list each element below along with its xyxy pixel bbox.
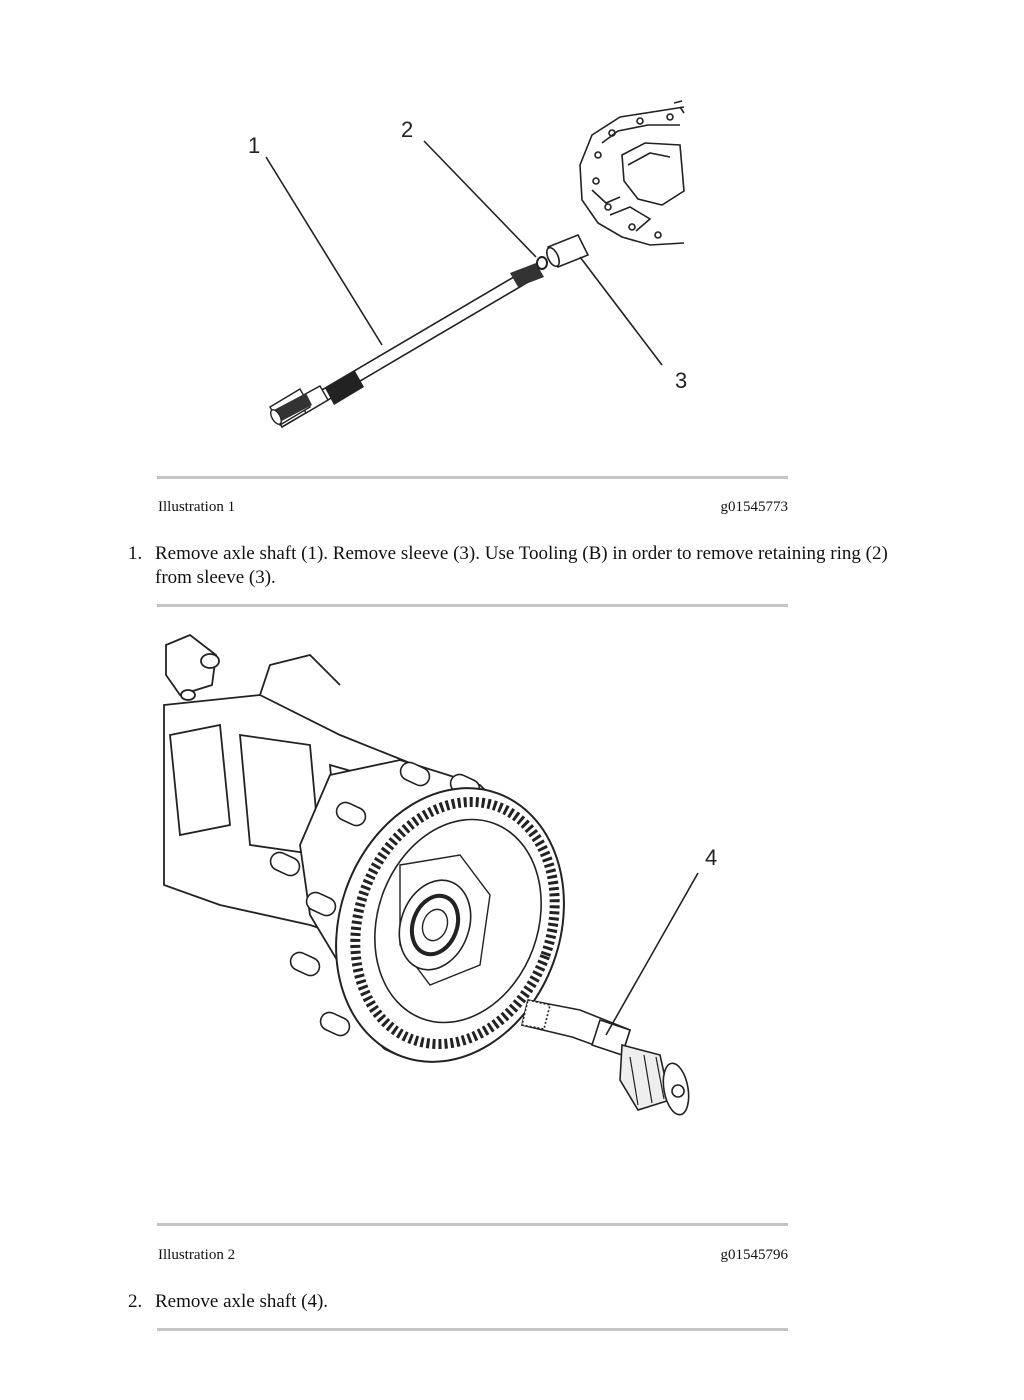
callout-2: 2 bbox=[401, 117, 413, 142]
step-1: 1. Remove axle shaft (1). Remove sleeve … bbox=[128, 542, 908, 590]
illustration-1-id: g01545773 bbox=[720, 499, 789, 515]
illustration-1-caption: Illustration 1 g01545773 bbox=[158, 498, 788, 516]
callout-3: 3 bbox=[675, 368, 687, 393]
illustration-2: 4 bbox=[160, 625, 730, 1135]
step-1-text: Remove axle shaft (1). Remove sleeve (3)… bbox=[155, 543, 888, 588]
axle-shaft-4-drawing: 4 bbox=[163, 633, 717, 1116]
axle-shaft-1-drawing bbox=[269, 263, 544, 429]
step-2: 2. Remove axle shaft (4). bbox=[128, 1290, 908, 1314]
step-1-bottom-rule bbox=[157, 604, 788, 607]
illustration-2-label: Illustration 2 bbox=[158, 1247, 236, 1263]
illustration-1-top-rule bbox=[157, 476, 788, 479]
retaining-ring-2-drawing bbox=[536, 256, 548, 270]
step-1-number: 1. bbox=[128, 543, 143, 564]
illustration-2-caption: Illustration 2 g01545796 bbox=[158, 1246, 788, 1264]
sleeve-3-drawing bbox=[546, 233, 590, 269]
illustration-2-id: g01545796 bbox=[720, 1247, 789, 1263]
callout-1: 1 bbox=[248, 133, 260, 158]
housing-drawing bbox=[579, 100, 685, 246]
step-2-number: 2. bbox=[128, 1291, 143, 1312]
step-2-bottom-rule bbox=[157, 1328, 788, 1331]
callout-4: 4 bbox=[705, 845, 717, 870]
step-2-text: Remove axle shaft (4). bbox=[155, 1291, 329, 1312]
axle-shaft-sleeve-drawing: 1 2 3 bbox=[248, 100, 687, 429]
illustration-2-top-rule bbox=[157, 1223, 788, 1226]
axle-shaft-4-part-drawing bbox=[521, 999, 690, 1116]
illustration-1: 1 2 3 bbox=[150, 95, 710, 445]
ring-gear-drawing bbox=[335, 787, 565, 1063]
illustration-1-label: Illustration 1 bbox=[158, 499, 236, 515]
